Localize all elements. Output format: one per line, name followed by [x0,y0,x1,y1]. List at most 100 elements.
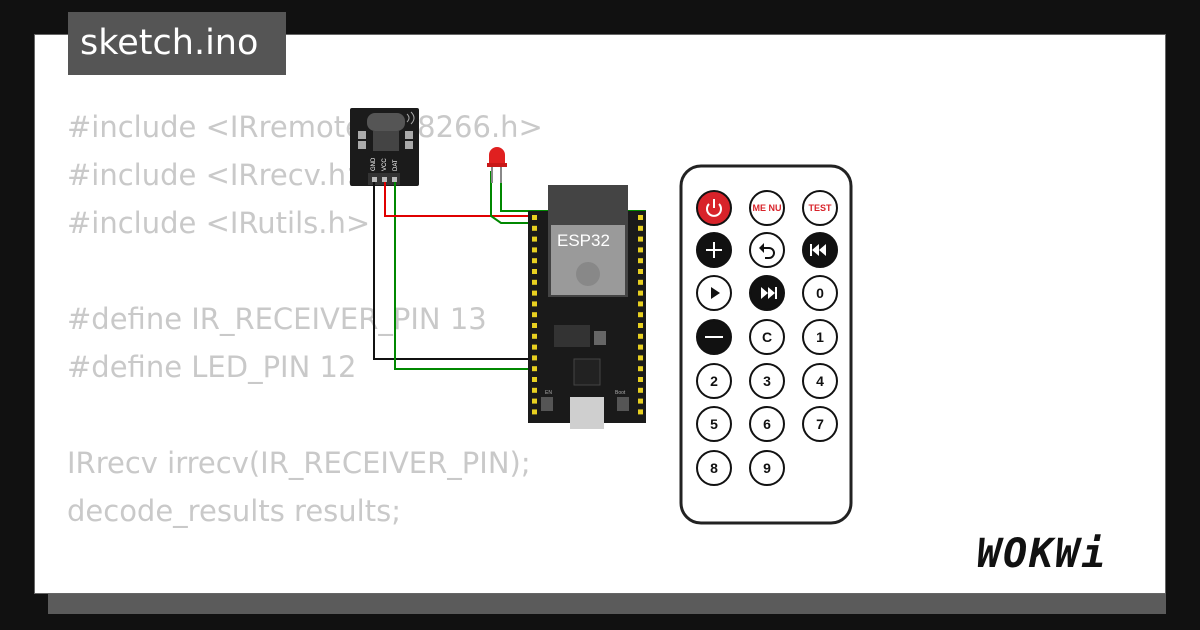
esp32-pin [638,301,643,307]
remote-button-plus[interactable] [696,232,732,268]
esp32-pin [532,225,537,231]
remote-button-label: 6 [763,416,771,432]
code-line: #define LED_PIN 12 [67,350,357,384]
esp32-pin [638,236,643,242]
ir-remote[interactable]: ME NU TEST 0C 1 2 3 4 5 6 7 8 9 [679,164,853,525]
code-line: IRrecv irrecv(IR_RECEIVER_PIN); [67,446,531,480]
remote-button-label: 8 [710,460,718,476]
remote-button-label: 2 [710,373,718,389]
prev-icon [810,244,826,256]
circuit-diagram: GND VCC DAT ESP32 [350,108,853,525]
remote-button-four[interactable]: 4 [802,363,838,399]
esp32-pin [638,387,643,393]
esp32-pin [532,323,537,328]
card-shadow [48,594,1166,614]
remote-button-seven[interactable]: 7 [802,406,838,442]
remote-button-prev[interactable] [802,232,838,268]
esp32-pin [638,355,643,361]
remote-button-label: 7 [816,416,824,432]
esp32-pin [638,312,643,318]
esp32-pin [638,398,643,404]
esp32-en-label: EN [545,390,552,396]
remote-button-six[interactable]: 6 [749,406,785,442]
wokwi-logo: WOKWi [977,531,1108,577]
esp32-pin [638,344,643,350]
remote-button-label: 9 [763,460,771,476]
next-icon [761,287,777,299]
return-icon [759,243,775,259]
code-line: #define IR_RECEIVER_PIN 13 [67,302,487,336]
remote-button-label: 4 [816,373,824,389]
esp32-boot-label: Boot [615,390,626,396]
esp32-pin [532,377,537,382]
esp32-pin [532,301,537,307]
esp32-pin [638,377,643,382]
remote-button-label: C [762,329,772,345]
esp32-pin [532,290,537,296]
esp32-pin [532,409,537,415]
remote-button-power[interactable] [696,190,732,226]
code-line: #include <IRutils.h> [67,206,371,240]
ir-pin-label-gnd: GND [371,157,377,171]
esp32-pin [532,355,537,361]
ir-pin-label-vcc: VCC [382,158,388,171]
esp32-pin [638,225,643,231]
remote-button-label: TEST [808,203,832,213]
esp32-label: ESP32 [557,231,610,250]
preview-card: #include <IRremoteESP8266.h>#include <IR… [34,34,1166,594]
esp32-pin [638,247,643,253]
remote-button-label: 3 [763,373,771,389]
remote-button-three[interactable]: 3 [749,363,785,399]
remote-button-label: 5 [710,416,718,432]
esp32-pin [532,236,537,242]
remote-button-back[interactable] [749,232,785,268]
esp32-pin [532,215,537,220]
code-line: void setup() { [67,583,543,593]
file-name-tab[interactable]: sketch.ino [68,12,286,75]
ir-pin-label-dat: DAT [393,159,399,171]
remote-button-eight[interactable]: 8 [696,450,732,486]
esp32-pin [532,247,537,253]
esp32-pin [638,290,643,296]
remote-button-test[interactable]: TEST [802,190,838,226]
power-icon [706,199,722,217]
esp32-board[interactable]: ESP32 EN Boot [528,185,646,429]
esp32-pin [638,323,643,328]
esp32-pin [638,279,643,285]
remote-button-menu[interactable]: ME NU [749,190,785,226]
esp32-pin [532,387,537,393]
esp32-pin [638,409,643,415]
esp32-pin [532,258,537,264]
esp32-pin [638,366,643,372]
red-led[interactable] [487,147,507,183]
esp32-pin [532,269,537,274]
esp32-pin [638,269,643,274]
remote-button-label: 1 [816,329,824,345]
remote-button-play[interactable] [696,275,732,311]
code-line: decode_results results; [67,494,401,528]
esp32-pin [532,344,537,350]
esp32-pin [638,258,643,264]
esp32-pin [638,215,643,220]
remote-button-two[interactable]: 2 [696,363,732,399]
remote-button-one[interactable]: 1 [802,319,838,355]
remote-button-nine[interactable]: 9 [749,450,785,486]
remote-button-zero[interactable]: 0 [802,275,838,311]
esp32-pin [532,312,537,318]
remote-button-minus[interactable] [696,319,732,355]
remote-button-clear[interactable]: C [749,319,785,355]
plus-icon [706,242,722,258]
esp32-pin [532,398,537,404]
play-icon [711,287,720,299]
remote-button-label: ME NU [753,203,782,213]
code-preview: #include <IRremoteESP8266.h>#include <IR… [67,103,543,593]
ir-receiver[interactable]: GND VCC DAT [350,108,419,186]
esp32-pin [532,279,537,285]
esp32-pin [532,333,537,339]
remote-button-label: 0 [816,285,824,301]
esp32-pin [532,366,537,372]
remote-button-next[interactable] [749,275,785,311]
remote-button-five[interactable]: 5 [696,406,732,442]
esp32-pin [638,333,643,339]
code-line: #include <IRrecv.h> [67,158,371,192]
